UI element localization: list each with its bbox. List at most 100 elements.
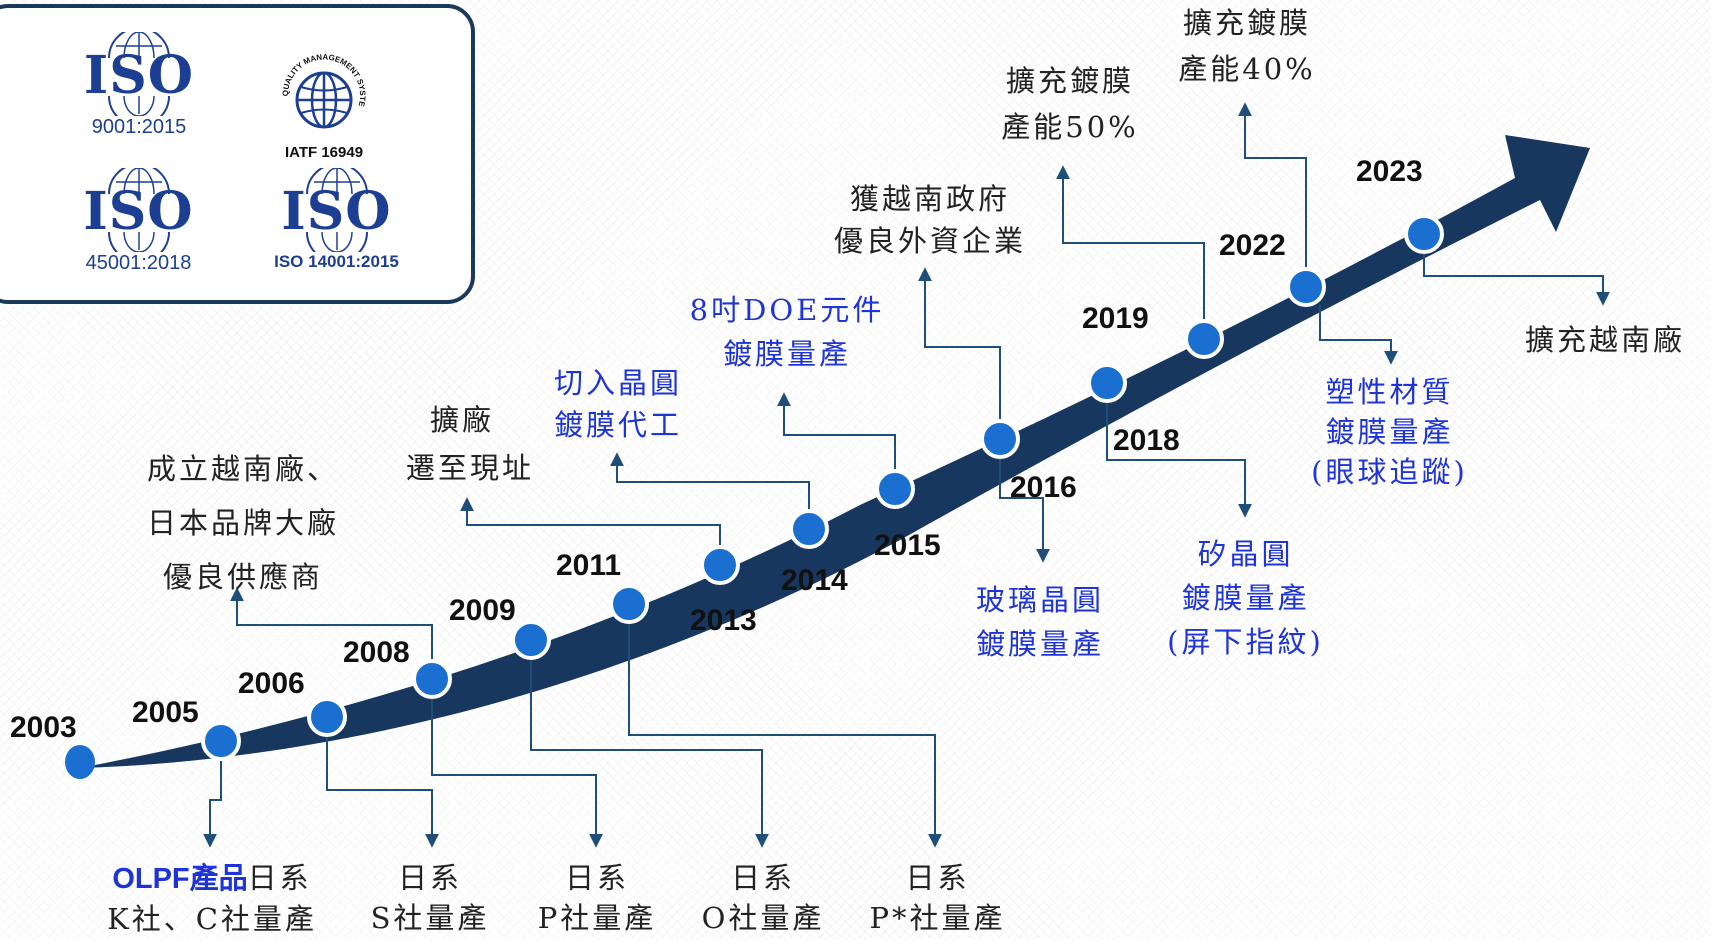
- milestone-2018: 矽晶圓 鍍膜量產 (屏下指紋): [1158, 532, 1333, 664]
- connector-line: [1238, 102, 1307, 269]
- milestone-node: [307, 697, 347, 737]
- year-label-2022: 2022: [1219, 229, 1286, 262]
- iso-word: ISO: [83, 45, 195, 106]
- connector-line: [230, 587, 433, 661]
- milestone-2022: 塑性材質 鍍膜量產 (眼球追蹤): [1302, 372, 1477, 492]
- milestone-line: 產能40%: [1178, 52, 1316, 86]
- connector-line: [777, 392, 896, 471]
- year-label-2023: 2023: [1356, 155, 1423, 188]
- year-label-2019: 2019: [1082, 302, 1149, 335]
- connector-line: [530, 658, 769, 848]
- year-label-2015: 2015: [874, 529, 941, 562]
- milestone-line: K社、C社量產: [107, 902, 317, 936]
- iso-number: 45001:2018: [85, 252, 192, 274]
- iatf-16949-logo: QUALITY MANAGEMENT SYSTEM IATF 16949: [259, 42, 389, 161]
- milestone-line: 成立越南廠、: [146, 452, 339, 486]
- milestone-line: 遷至現址: [405, 451, 534, 485]
- olpf-highlight: OLPF產品: [112, 863, 248, 895]
- milestone-line: 切入晶圓: [553, 366, 682, 400]
- quality-globe-icon: QUALITY MANAGEMENT SYSTEM: [269, 42, 367, 129]
- milestone-line: 鍍膜量產: [1325, 415, 1454, 449]
- connector-line: [326, 735, 439, 848]
- year-label-2014: 2014: [781, 564, 848, 597]
- iso-word: ISO: [83, 181, 194, 242]
- milestone-line: (眼球追蹤): [1311, 455, 1468, 489]
- iso-number: 9001:2015: [91, 116, 187, 138]
- timeline-start-dot: [65, 745, 95, 779]
- milestone-2013: 切入晶圓 鍍膜代工: [538, 362, 698, 446]
- milestone-line: 塑性材質: [1325, 375, 1454, 409]
- globe-icon: [305, 168, 368, 194]
- milestone-line: 擴充越南廠: [1524, 323, 1685, 357]
- globe-bottom-icon: [108, 96, 170, 116]
- milestone-line: 鍍膜代工: [553, 408, 682, 442]
- year-label-2013: 2013: [690, 604, 757, 637]
- milestone-node: [875, 469, 915, 509]
- year-label-2008: 2008: [343, 636, 410, 669]
- connector-line: [203, 759, 222, 848]
- milestone-node: [1286, 267, 1326, 307]
- milestone-line: 優良供應商: [162, 560, 323, 594]
- connector-line: [1106, 401, 1252, 518]
- milestone-2023: 擴充越南廠: [1505, 318, 1705, 362]
- milestone-line: 玻璃晶圓: [975, 583, 1104, 617]
- iatf-number: IATF 16949: [284, 144, 364, 161]
- milestone-node: [700, 545, 740, 585]
- milestone-node: [609, 584, 649, 624]
- year-label-2011: 2011: [556, 549, 621, 582]
- milestone-2008-expansion: 擴廠 遷至現址: [390, 396, 550, 492]
- iso-number: ISO 14001:2015: [274, 252, 399, 271]
- milestone-node: [980, 419, 1020, 459]
- milestone-line: 日系: [730, 861, 795, 895]
- milestone-line: 鍍膜量產: [1181, 581, 1310, 615]
- globe-bottom-icon: [305, 232, 368, 252]
- iso-14001-logo: ISO ISO 14001:2015: [249, 168, 424, 272]
- milestone-line: 獲越南政府: [849, 182, 1010, 216]
- milestone-line: (屏下指紋): [1167, 625, 1324, 659]
- milestone-node: [511, 620, 551, 660]
- milestone-line: 鍍膜量產: [722, 337, 851, 371]
- iso-9001-logo: ISO 9001:2015: [64, 32, 214, 139]
- milestone-line: 日系: [397, 861, 462, 895]
- milestone-2009: 日系 O社量產: [688, 858, 838, 938]
- certification-panel: ISO 9001:2015 QUALITY MANAGEMENT SYSTEM …: [0, 4, 475, 304]
- milestone-2015: 獲越南政府 優良外資企業: [815, 178, 1045, 262]
- globe-icon: [108, 32, 170, 58]
- milestone-line: O社量產: [701, 901, 825, 935]
- milestone-2016: 玻璃晶圓 鍍膜量產: [960, 578, 1120, 666]
- milestone-line: 日本品牌大廠: [146, 506, 339, 540]
- milestone-2019: 擴充鍍膜 產能50%: [985, 58, 1155, 150]
- milestone-line: 擴廠: [430, 403, 495, 437]
- connector-line: [460, 497, 721, 547]
- milestone-2011: 日系 P*社量產: [855, 858, 1020, 938]
- milestone-line: 優良外資企業: [833, 224, 1026, 258]
- milestone-node: [789, 509, 829, 549]
- milestone-line: P*社量產: [869, 901, 1006, 935]
- milestone-2008: 日系 P社量產: [522, 858, 672, 938]
- globe-bottom-icon: [107, 232, 170, 252]
- milestone-line: 矽晶圓: [1197, 537, 1294, 571]
- year-label-2018: 2018: [1113, 424, 1180, 457]
- iso-word: ISO: [281, 181, 392, 242]
- milestone-2003: 成立越南廠、 日本品牌大廠 優良供應商: [118, 442, 368, 604]
- milestone-line: 鍍膜量產: [975, 627, 1104, 661]
- milestone-line: 擴充鍍膜: [1005, 64, 1134, 98]
- milestone-line: 產能50%: [1001, 110, 1139, 144]
- milestone-line: OLPF產品日系: [82, 858, 342, 899]
- globe-icon: [107, 168, 170, 194]
- milestone-2006: 日系 S社量產: [355, 858, 505, 938]
- connector-line: [918, 267, 1001, 421]
- iso-45001-logo: ISO 45001:2018: [56, 168, 221, 275]
- milestone-node: [1184, 319, 1224, 359]
- milestone-2014: 8吋DOE元件 鍍膜量產: [672, 288, 902, 376]
- milestone-line: 日系: [564, 861, 629, 895]
- milestone-line: 日系: [905, 861, 970, 895]
- year-label-2006: 2006: [238, 667, 305, 700]
- connector-line: [1056, 165, 1205, 321]
- year-label-2016: 2016: [1010, 471, 1077, 504]
- milestone-2022-capacity: 擴充鍍膜 產能40%: [1162, 0, 1332, 92]
- milestone-line-text: 日系: [247, 861, 312, 895]
- milestone-line: 擴充鍍膜: [1182, 6, 1311, 40]
- year-label-2009: 2009: [449, 594, 516, 627]
